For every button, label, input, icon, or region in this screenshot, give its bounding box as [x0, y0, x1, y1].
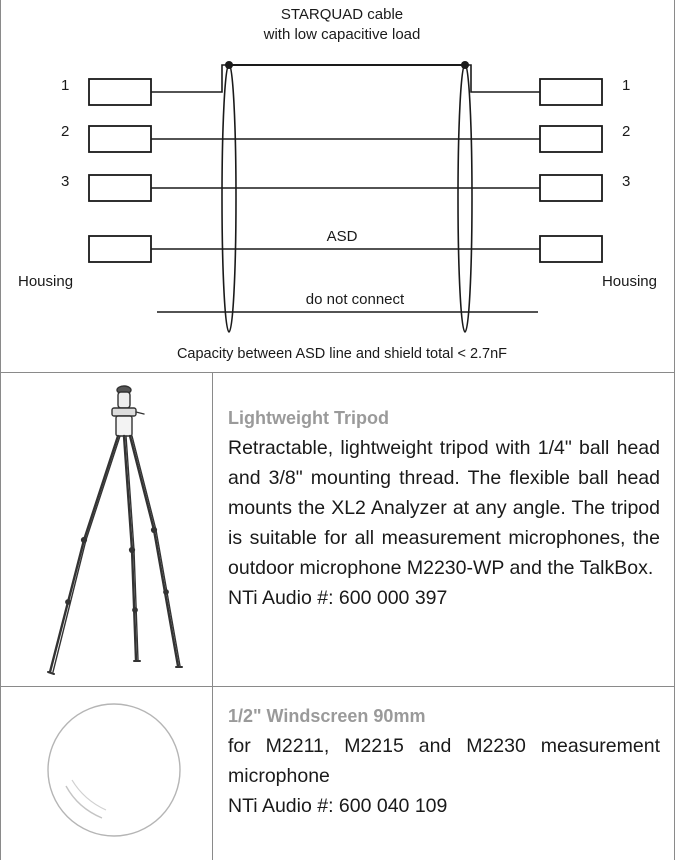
left-housing-label: Housing: [18, 273, 73, 290]
right-pin-label-2: 2: [622, 123, 630, 140]
pin1-right-drain: [465, 64, 540, 93]
right-pin-2-box: [539, 125, 603, 153]
right-housing-box: [539, 235, 603, 263]
asd-label: ASD: [327, 228, 358, 245]
do-not-connect-label: do not connect: [306, 291, 405, 308]
wiring-diagram: STARQUAD cable with low capacitive load …: [18, 6, 657, 362]
left-pin-label-1: 1: [61, 77, 69, 94]
product-windscreen: 1/2" Windscreen 90mm for M2211, M2215 an…: [228, 701, 660, 821]
product-tripod: Lightweight Tripod Retractable, lightwei…: [228, 403, 660, 613]
section-divider: [0, 686, 675, 687]
right-pin-1-box: [539, 78, 603, 106]
product-part-number: NTi Audio #: 600 040 109: [228, 795, 448, 817]
section-divider: [0, 372, 675, 373]
left-pin-1-box: [88, 78, 152, 106]
product-part-number: NTi Audio #: 600 000 397: [228, 587, 448, 609]
cable-title-line1: STARQUAD cable: [281, 6, 403, 23]
tripod-icon: [47, 385, 183, 675]
cable-title-line2: with low capacitive load: [263, 26, 421, 43]
cable-ellipse-left: [221, 63, 237, 333]
product-title: Lightweight Tripod: [228, 408, 389, 428]
right-housing-label: Housing: [602, 273, 657, 290]
windscreen-icon: [47, 703, 181, 837]
capacity-note: Capacity between ASD line and shield tot…: [177, 346, 507, 362]
left-pin-label-3: 3: [61, 173, 69, 190]
column-divider: [212, 372, 213, 860]
product-description: for M2211, M2215 and M2230 measurement m…: [228, 735, 660, 787]
pin1-left-drain: [151, 64, 229, 93]
product-description: Retractable, lightweight tripod with 1/4…: [228, 437, 660, 579]
cable-ellipse-right: [457, 63, 473, 333]
product-title: 1/2" Windscreen 90mm: [228, 706, 426, 726]
left-pin-label-2: 2: [61, 123, 69, 140]
left-pin-2-box: [88, 125, 152, 153]
right-pin-3-box: [539, 174, 603, 202]
left-pin-3-box: [88, 174, 152, 202]
right-pin-label-1: 1: [622, 77, 630, 94]
right-pin-label-3: 3: [622, 173, 630, 190]
left-housing-box: [88, 235, 152, 263]
